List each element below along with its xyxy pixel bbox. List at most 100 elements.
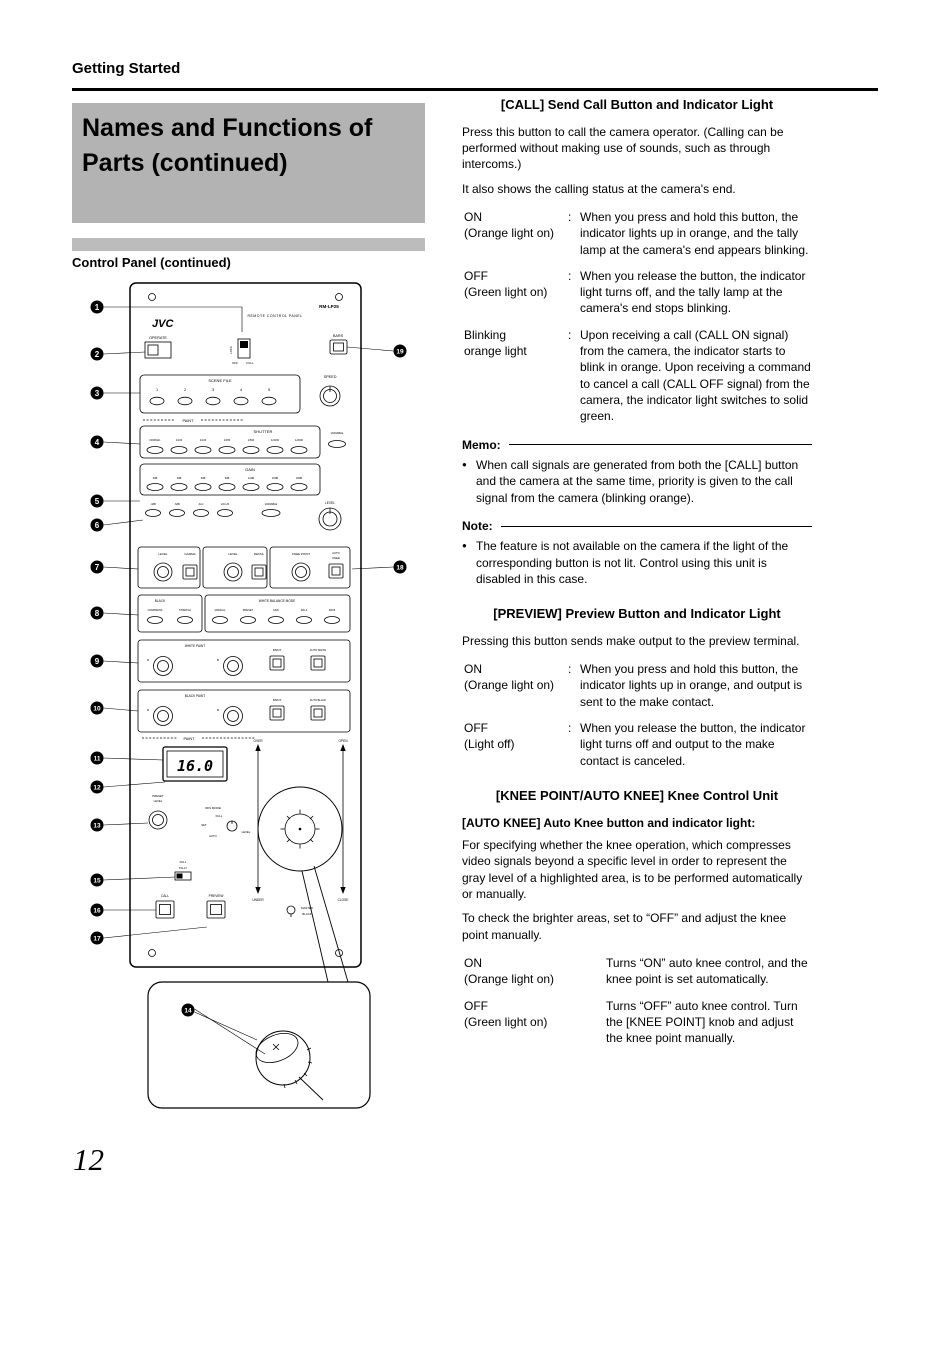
term-cell: ON (Orange light on) (464, 955, 606, 988)
black-paint-r-label: R (147, 708, 150, 712)
colon: : (568, 327, 572, 342)
lock-slide-knob (240, 341, 248, 348)
scene-2-label: 2 (184, 388, 186, 392)
scene-1-button (149, 396, 165, 406)
shutter-button (170, 446, 188, 454)
section-heading: Getting Started (72, 60, 181, 77)
arrow-up-icon (255, 744, 261, 751)
bars-label: BARS (333, 334, 344, 338)
term-cell: OFF (Green light on) (464, 268, 568, 317)
shutter-button (218, 446, 236, 454)
callout-14-number: 14 (184, 1008, 192, 1015)
knob-tick (286, 838, 291, 843)
call-status-table: ON (Orange light on) : When you press an… (464, 209, 812, 425)
over-label: OVER (253, 739, 263, 743)
white-paint-r-label: R (147, 658, 150, 662)
shutter-1000-label: 1/1000 (271, 438, 279, 442)
preview-button-label: PREVIEW (209, 894, 224, 898)
gain-group (139, 463, 321, 496)
preset-level-label-1: PRESET (152, 794, 163, 798)
callout-leader (103, 441, 141, 445)
gain-button (194, 483, 212, 491)
detail-label: DETAIL (254, 552, 265, 556)
gain-variable-button (261, 509, 281, 517)
note-label-text: Note: (462, 518, 493, 533)
callout-8 (90, 606, 104, 620)
gain-variable-label: VARIABLE (265, 502, 278, 506)
term-sub-text: (Green light on) (464, 285, 548, 300)
callout-8-number: 8 (95, 609, 100, 618)
knurl-line (307, 1061, 313, 1064)
term-cell: Blinking orange light (464, 327, 568, 425)
white-balance-mode-label: WHITE BALANCE MODE (259, 599, 295, 603)
term-text: ON (464, 662, 482, 677)
term-text: OFF (464, 721, 488, 736)
arrow-down-icon (340, 887, 346, 894)
term-sub-text: (Light off) (464, 737, 515, 752)
header-rule (72, 88, 878, 91)
open-label: OPEN (338, 739, 348, 743)
arrow-down-icon (255, 887, 261, 894)
table-row: ON (Orange light on) Turns “ON” auto kne… (464, 955, 812, 988)
knurl-line (283, 1083, 286, 1089)
magnifier-wedge-line (313, 865, 349, 983)
paint-divider-label: PAINT (183, 419, 195, 423)
black-paint-label: BLACK PAINT (185, 694, 206, 698)
callout-17 (90, 931, 104, 945)
iris-set-label: SET (201, 823, 207, 827)
gain-12-label: 12dB (248, 476, 254, 480)
gain-level-label: LEVEL (325, 501, 335, 505)
control-panel-figure: JVC REMOTE CONTROL PANEL RM-LP25 OPERATE… (85, 280, 415, 1120)
operate-label: OPERATE (149, 336, 167, 340)
compress-label: COMPRESS (148, 608, 163, 612)
scene-5-label: 5 (268, 388, 270, 392)
callout-leader (103, 612, 139, 616)
preview-section-heading: [PREVIEW] Preview Button and Indicator L… (493, 606, 781, 622)
control-panel-diagram: JVC REMOTE CONTROL PANEL RM-LP25 OPERATE… (90, 282, 407, 1109)
callout-leader (103, 876, 176, 881)
callout-4-number: 4 (95, 438, 100, 447)
wb-awb-button (324, 616, 340, 624)
callout-3 (90, 386, 104, 400)
knurl-line (303, 1072, 308, 1077)
callout-1 (90, 300, 104, 314)
white-paint-b-label: B (217, 658, 219, 662)
gamma-level-label: LEVEL (158, 552, 168, 556)
callout-14 (181, 1003, 195, 1017)
gain-button (290, 483, 308, 491)
shutter-500-label: 1/500 (248, 438, 255, 442)
term-cell: ON (Orange light on) (464, 209, 568, 258)
knurl-line (306, 1047, 312, 1051)
term-text: ON (464, 955, 482, 970)
callout-leader (194, 1008, 266, 1055)
bars-button-inner (333, 342, 344, 352)
wb-awa-button (296, 616, 312, 624)
panel-outline (129, 282, 362, 968)
white-paint-label: WHITE PAINT (185, 644, 205, 648)
screw-icon (335, 293, 343, 301)
desc-text: When you release the button, the indicat… (580, 721, 806, 768)
auto-knee-subheading: [AUTO KNEE] Auto Knee button and indicat… (462, 815, 756, 830)
full-tally-switch (174, 871, 192, 881)
auto-knee-button (328, 563, 344, 579)
colon: : (568, 662, 572, 677)
scene-3-button (205, 396, 221, 406)
model-label: RM-LP25 (319, 304, 339, 309)
table-row: ON (Orange light on) : When you press an… (464, 661, 812, 710)
master-black-label-1: MASTER (301, 906, 313, 910)
auto-black-button (310, 705, 326, 721)
knee-point-knob (291, 562, 311, 582)
knurl-line (294, 1079, 298, 1085)
black-paint-button (269, 705, 285, 721)
colon: : (568, 268, 572, 283)
brand-logo: JVC (152, 318, 174, 330)
callout-2-number: 2 (95, 350, 100, 359)
memo-label-text: Memo: (462, 437, 501, 452)
knee-paragraph-1: For specifying whether the knee operatio… (462, 838, 803, 901)
scene-1-label: 1 (156, 388, 158, 392)
callout-18-number: 18 (396, 565, 404, 572)
white-paint-r-knob (153, 656, 173, 676)
callout-leader (103, 822, 149, 826)
knob-tick (309, 838, 314, 843)
under-label: UNDER (252, 898, 264, 902)
